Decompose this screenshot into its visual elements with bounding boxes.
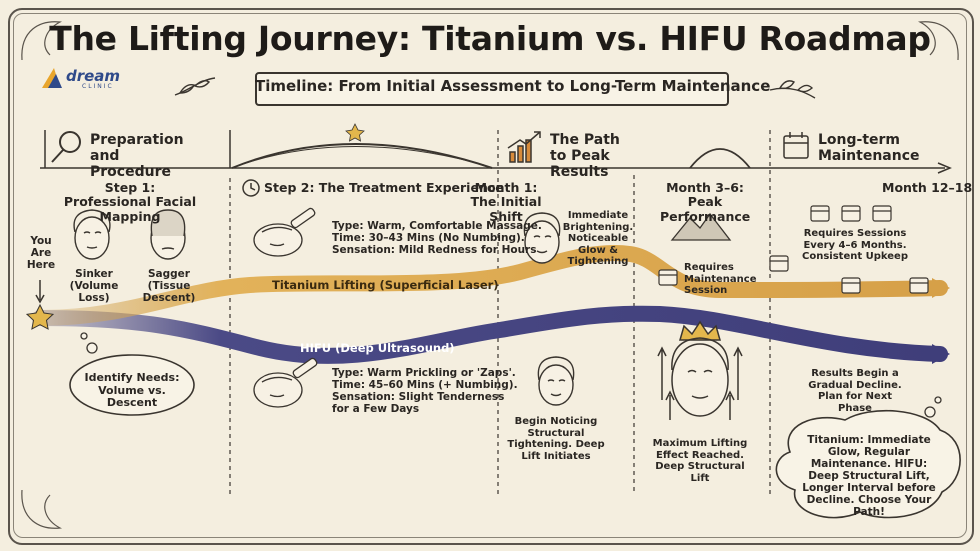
section-path-title: The Path to Peak Results xyxy=(550,132,620,181)
step2-title: Step 2: The Treatment Experience xyxy=(264,180,504,195)
clinic-logo-sub: CLINIC xyxy=(82,83,114,90)
you-are-here-star-icon xyxy=(25,303,55,330)
identify-bubble xyxy=(69,354,195,416)
titanium-experience-line-2: Time: 30–43 Mins (No Numbing). xyxy=(332,232,525,244)
outer-frame xyxy=(8,8,974,545)
hifu-experience-line-1: Type: Warm Prickling or 'Zaps'. xyxy=(332,367,516,379)
month1-hifu-face-icon xyxy=(537,356,575,406)
month1-titanium-text: Immediate Brightening. Noticeable Glow &… xyxy=(562,210,634,267)
hifu-experience-line-2: Time: 45–60 Mins (+ Numbing). xyxy=(332,379,518,391)
titanium-track-label: Titanium Lifting (Superficial Laser) xyxy=(272,278,499,292)
magnifier-icon xyxy=(51,131,81,163)
clock-icon xyxy=(242,179,260,197)
leaf-decoration-right xyxy=(769,80,816,99)
summary-text: Titanium: Immediate Glow, Regular Mainte… xyxy=(802,434,936,519)
sagger-face-icon xyxy=(150,209,186,260)
corner-swirl-top-right xyxy=(917,21,959,61)
hifu-experience-line-3: Sensation: Slight Tenderness xyxy=(332,391,505,403)
month1218-hifu-text: Results Begin a Gradual Decline. Plan fo… xyxy=(808,368,902,414)
month1-titanium-face-icon xyxy=(523,212,561,264)
page-subtitle: Timeline: From Initial Assessment to Lon… xyxy=(255,77,771,95)
titanium-experience-line-3: Sensation: Mild Redness for Hours xyxy=(332,244,537,256)
month1-label: Month 1: The Initial Shift xyxy=(470,180,542,224)
step1-title: Step 1: Professional Facial Mapping xyxy=(63,180,197,224)
section-prep-title: Preparation and Procedure xyxy=(90,132,184,181)
clinic-logo-name: dream xyxy=(66,67,121,85)
hifu-treatment-face-icon xyxy=(253,357,318,408)
sinker-face-icon xyxy=(73,209,111,260)
subtitle-box xyxy=(255,72,729,106)
month36-titanium-text: Requires Maintenance Session xyxy=(684,262,757,296)
sinker-label: Sinker (Volume Loss) xyxy=(69,268,119,305)
month1218-label: Month 12–18 xyxy=(882,180,973,195)
page-title: The Lifting Journey: Titanium vs. HIFU R… xyxy=(49,19,931,58)
month36-hifu-text: Maximum Lifting Effect Reached. Deep Str… xyxy=(652,438,748,484)
timeline-arrowhead xyxy=(937,162,952,174)
section-longterm-title: Long-term Maintenance xyxy=(818,132,920,165)
treatment-arch xyxy=(231,143,493,169)
month1-hifu-text: Begin Noticing Structural Tightening. De… xyxy=(507,416,605,462)
arch-star-icon xyxy=(345,123,365,142)
corner-swirl-top-left xyxy=(21,21,63,61)
crowned-face-icon xyxy=(671,320,729,417)
hifu-track-label: HIFU (Deep Ultrasound) xyxy=(300,341,455,355)
identify-needs-text: Identify Needs: Volume vs. Descent xyxy=(84,371,180,410)
mini-calendar-icons xyxy=(658,205,929,294)
month1218-titanium-text: Requires Sessions Every 4–6 Months. Cons… xyxy=(802,228,908,262)
growth-chart-icon xyxy=(507,131,541,163)
corner-swirl-bottom-left xyxy=(21,489,63,529)
titanium-treatment-face-icon xyxy=(253,207,316,257)
calendar-icon xyxy=(783,132,809,159)
sagger-label: Sagger (Tissue Descent) xyxy=(142,268,196,305)
inner-frame xyxy=(13,13,967,538)
summary-bubble xyxy=(775,409,961,519)
peak-arch xyxy=(689,148,751,169)
titanium-track xyxy=(32,244,948,326)
leaf-decoration-left xyxy=(174,77,216,96)
mountain-icon xyxy=(670,212,732,241)
lift-arrow-icons xyxy=(657,346,743,420)
you-are-here-label: You Are Here xyxy=(26,235,56,272)
hifu-track xyxy=(32,305,948,364)
hifu-experience-line-4: for a Few Days xyxy=(332,403,420,415)
titanium-experience-line-1: Type: Warm, Comfortable Massage. xyxy=(332,220,542,232)
month36-label: Month 3–6: Peak Performance xyxy=(660,180,751,224)
